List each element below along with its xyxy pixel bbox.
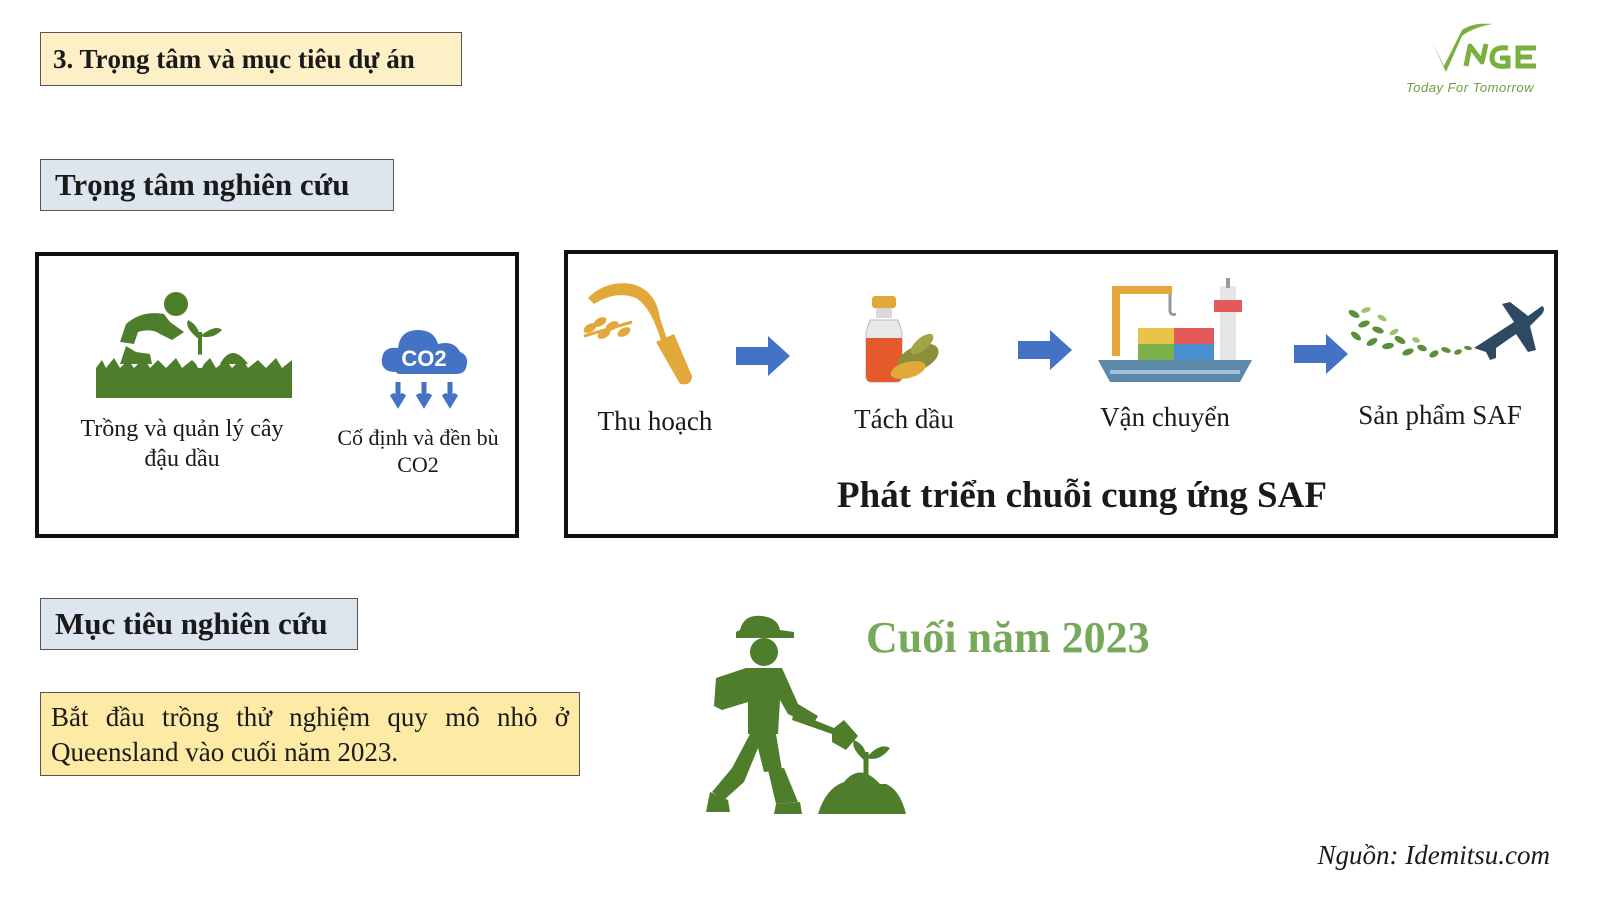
focus-box-planting [35,252,519,538]
source-citation: Nguồn: Idemitsu.com [1317,840,1550,870]
co2-icon-text: CO2 [401,346,446,371]
research-goal-title: Mục tiêu nghiên cứu [40,598,358,650]
planting-farmer-icon [96,292,292,398]
research-focus-title: Trọng tâm nghiên cứu [40,159,394,211]
arrow-right-icon [1018,330,1072,370]
section-title: 3. Trọng tâm và mục tiêu dự án [40,32,462,86]
arrow-right-icon [736,336,790,376]
farmer-shovel-icon [706,615,906,814]
co2-cloud-icon: CO2 [381,330,468,409]
supply-chain-title: Phát triển chuỗi cung ứng SAF [837,475,1327,516]
focus-box-supply-chain [564,250,1558,538]
planting-label: Trồng và quản lý cây đậu dầu [80,416,284,472]
vnge-logo-icon [1432,23,1536,73]
research-goal-description: Bắt đầu trồng thử nghiệm quy mô nhỏ ở Qu… [40,692,580,776]
chain-step-oil-extraction: Tách dầu [854,404,954,434]
chain-step-harvest: Thu hoạch [597,406,713,436]
logo-tagline: Today For Tomorrow [1406,80,1534,95]
co2-label: Cố định và đền bù CO2 [337,425,499,477]
cargo-ship-icon [1098,278,1252,382]
oil-bottle-icon [865,296,939,383]
timeline-year: Cuối năm 2023 [866,613,1150,662]
chain-step-saf-product: Sản phẩm SAF [1358,400,1522,430]
airplane-icon [1348,302,1544,360]
chain-step-transport: Vận chuyển [1100,402,1230,432]
arrow-right-icon [1294,334,1348,374]
sickle-harvest-icon [583,283,692,385]
